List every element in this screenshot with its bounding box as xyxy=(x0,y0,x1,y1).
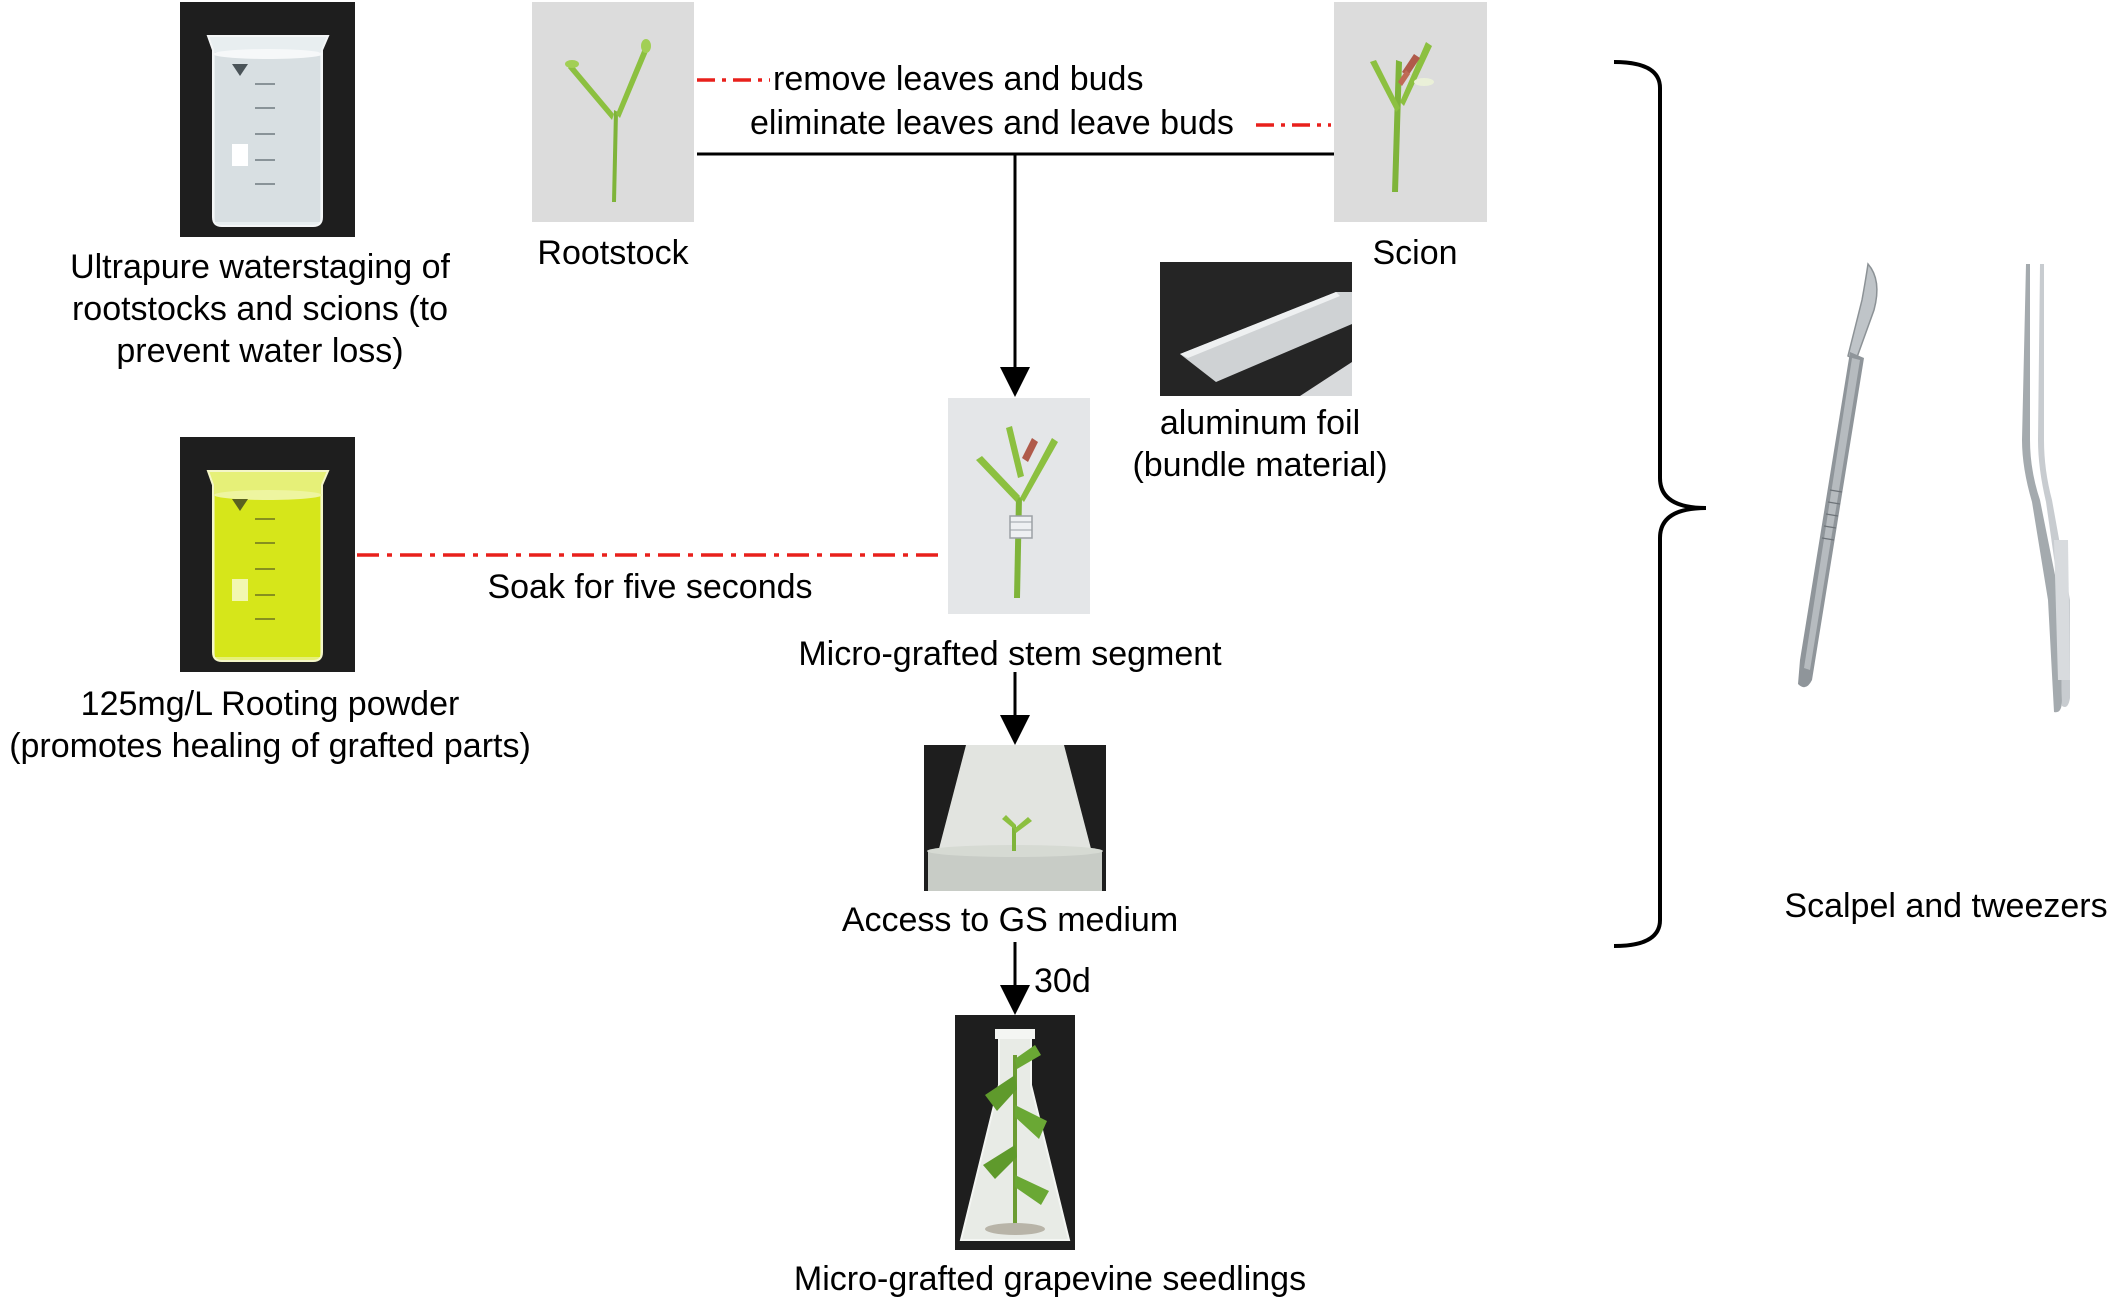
rootstock-photo xyxy=(532,2,694,222)
seedling-label: Micro-grafted grapevine seedlings xyxy=(793,1260,1307,1298)
tools-brace xyxy=(1613,60,1707,948)
water-label-line1: Ultrapure waterstaging of xyxy=(70,248,450,286)
rooting-label: 125mg/L Rooting powder (promotes healing… xyxy=(0,683,540,767)
rooting-beaker-photo xyxy=(180,437,355,672)
soak-label: Soak for five seconds xyxy=(487,568,813,606)
tweezers-photo xyxy=(1990,240,2110,740)
rooting-label-line1: 125mg/L Rooting powder xyxy=(80,685,460,723)
tools-label: Scalpel and tweezers xyxy=(1784,887,2108,925)
grafted-segment-photo xyxy=(948,398,1090,614)
scion-note: eliminate leaves and leave buds xyxy=(750,104,1234,142)
rootstock-note: remove leaves and buds xyxy=(773,60,1144,98)
medium-label: Access to GS medium xyxy=(841,901,1179,939)
scion-photo xyxy=(1334,2,1487,222)
water-label-line2: rootstocks and scions (to xyxy=(71,290,449,328)
seedling-photo xyxy=(955,1015,1075,1250)
foil-label: aluminum foil (bundle material) xyxy=(1110,402,1410,486)
aluminum-foil-photo xyxy=(1160,262,1352,396)
water-label: Ultrapure waterstaging of rootstocks and… xyxy=(20,246,500,372)
duration-label: 30d xyxy=(1034,962,1091,1000)
water-beaker-photo xyxy=(180,2,355,237)
rooting-label-line2: (promotes healing of grafted parts) xyxy=(9,727,531,765)
water-label-line3: prevent water loss) xyxy=(116,332,404,370)
scion-label: Scion xyxy=(1372,234,1458,272)
scalpel-photo xyxy=(1770,240,1900,700)
foil-label-line1: aluminum foil xyxy=(1159,404,1361,442)
gs-medium-photo xyxy=(924,745,1106,891)
foil-label-line2: (bundle material) xyxy=(1132,446,1388,484)
rootstock-label: Rootstock xyxy=(537,234,689,272)
segment-label: Micro-grafted stem segment xyxy=(798,635,1222,673)
